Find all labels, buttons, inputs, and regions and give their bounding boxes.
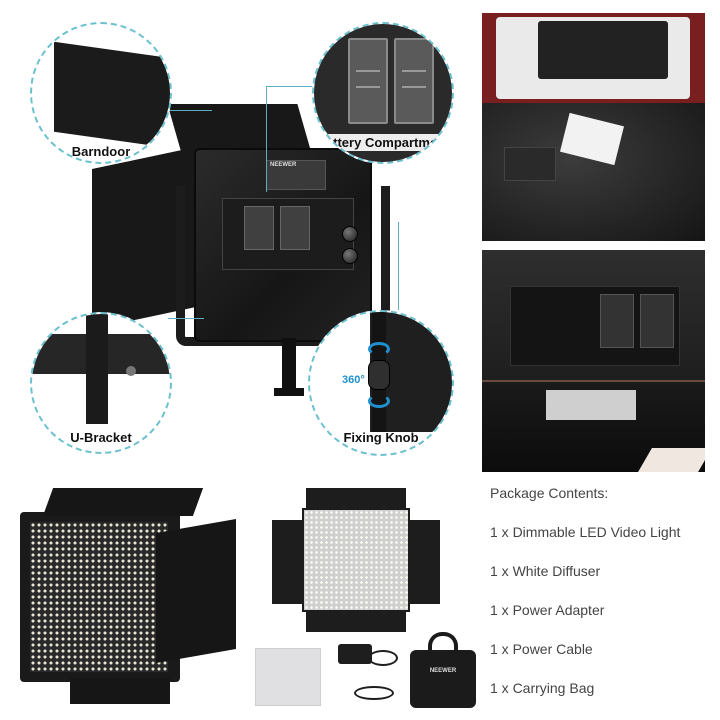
bag-handle — [428, 632, 458, 656]
package-item: 1 x Power Cable — [490, 641, 593, 657]
rotate-arrow-bottom-icon — [368, 394, 390, 408]
battery-slot-right — [280, 206, 310, 250]
leader-battery-v — [266, 86, 267, 192]
callout-u-bracket-label: U-Bracket — [70, 430, 132, 445]
photo-light-angled — [0, 482, 252, 720]
dimmer-knob-top — [342, 226, 358, 242]
package-item: 1 x White Diffuser — [490, 563, 601, 579]
photo-carrying-bag: NEEWER — [406, 628, 480, 712]
front-barndoor-bottom — [306, 610, 406, 632]
callout-fixing-knob-label: Fixing Knob — [343, 430, 419, 445]
stand-post — [282, 338, 296, 392]
led-array — [30, 522, 168, 672]
leader-barndoor — [168, 110, 212, 111]
callout-u-bracket: U-Bracket — [30, 312, 172, 454]
rotate-arrow-top-icon — [368, 342, 390, 356]
package-contents-title: Package Contents: — [490, 485, 609, 501]
power-cable — [354, 686, 394, 700]
led-light-back: NEEWER — [194, 148, 372, 342]
photo-power-adapter — [334, 640, 408, 710]
u-bracket-arm — [86, 314, 108, 424]
photo-light-front — [268, 486, 444, 636]
callout-fixing-knob: 360° Fixing Knob — [308, 310, 454, 456]
front-barndoor-right — [410, 520, 440, 604]
battery-slot-photo-right — [640, 294, 674, 348]
leader-knob-v — [398, 222, 399, 310]
spec-sticker — [546, 390, 636, 420]
leader-ubracket — [168, 318, 204, 319]
photo-kit-in-case — [482, 13, 705, 241]
package-item: 1 x Carrying Bag — [490, 680, 595, 696]
package-contents: Package Contents: 1 x Dimmable LED Video… — [490, 484, 716, 718]
main-product-diagram: NEEWER Barndoor Battery Compartment U-Br… — [0, 0, 478, 480]
brand-logo: NEEWER — [270, 162, 297, 168]
barndoor-top — [42, 488, 204, 516]
battery-slot-closeup-right — [394, 38, 434, 124]
fixing-knob — [368, 360, 390, 390]
adapter-in-bag — [504, 147, 556, 181]
photo-light-back-panel — [482, 250, 705, 472]
adapter-cable — [368, 650, 398, 666]
barndoor-closeup — [54, 41, 170, 149]
leader-battery-h — [266, 86, 314, 87]
barndoor-right — [156, 518, 236, 664]
package-item: 1 x Power Adapter — [490, 602, 605, 618]
dimmer-knob-bottom — [342, 248, 358, 264]
callout-battery-compartment: Battery Compartment — [312, 22, 454, 164]
light-in-tray — [538, 21, 668, 79]
battery-slot-left — [244, 206, 274, 250]
bracket-screw — [126, 366, 136, 376]
front-barndoor-top — [306, 488, 406, 510]
front-barndoor-left — [272, 520, 302, 604]
adapter-brick — [338, 644, 372, 664]
bag-body — [410, 650, 476, 708]
callout-battery-label: Battery Compartment — [314, 134, 452, 151]
bag-logo: NEEWER — [429, 668, 457, 674]
barndoor-bottom — [70, 678, 170, 704]
callout-barndoor-label: Barndoor — [71, 144, 131, 159]
callout-barndoor: Barndoor — [30, 22, 172, 164]
battery-slot-photo-left — [600, 294, 634, 348]
stand-foot — [274, 388, 304, 396]
photo-white-diffuser — [255, 648, 321, 706]
rotation-label: 360° — [342, 374, 365, 386]
battery-slot-closeup-left — [348, 38, 388, 124]
front-led-array — [302, 508, 410, 612]
package-item: 1 x Dimmable LED Video Light — [490, 524, 681, 540]
